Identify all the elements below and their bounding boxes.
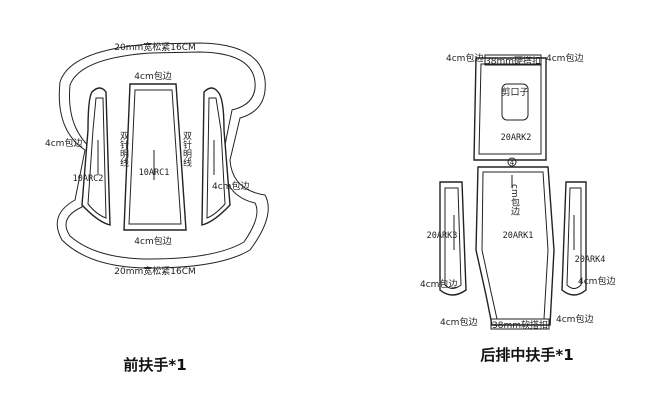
rear-upper-piece: [473, 57, 547, 161]
rear-cutout: [501, 83, 529, 121]
front-top-label: 20mm宽松紧16CM: [114, 41, 196, 53]
rear-top-right-label: 4cm包边: [546, 52, 583, 64]
rear-main-part-id: 20ARK1: [503, 231, 534, 241]
rear-caption: 后排中扶手*1: [480, 346, 573, 364]
front-center-part-id: 10ARC1: [139, 168, 170, 178]
rear-left-edge-label: 4cm包边: [420, 278, 457, 290]
front-caption: 前扶手*1: [123, 356, 186, 374]
rear-right-edge-label: 4cm包边: [578, 275, 615, 287]
rear-bottom-left-label: 4cm包边: [440, 316, 477, 328]
front-center-bottom-label: 4cm包边: [134, 235, 171, 247]
front-left-part-id: 10ARC2: [73, 174, 104, 184]
rear-armrest: 4cm包边 38mm硬搭扣 4cm包边 剪口子 20ARK2 4 cm包边 20…: [420, 52, 615, 364]
front-center-top-label: 4cm包边: [134, 70, 171, 82]
front-left-edge-label: 4cm包边: [45, 137, 82, 149]
front-stitch-right-label: 双针明线: [181, 131, 192, 167]
rear-middle-num: 4: [510, 159, 515, 167]
rear-top-center-label: 38mm硬搭扣: [485, 55, 541, 67]
rear-top-left-label: 4cm包边: [446, 52, 483, 64]
rear-bottom-right-label: 4cm包边: [556, 313, 593, 325]
rear-bottom-velcro: [490, 318, 550, 330]
front-inner-outline: [65, 51, 258, 260]
rear-bottom-center-label: 38mm软搭扣: [492, 319, 548, 331]
front-bottom-label: 20mm宽松紧16CM: [114, 265, 196, 277]
rear-left-piece: [439, 181, 467, 296]
front-armrest: 20mm宽松紧16CM 4cm包边 4cm包边 20mm宽松紧16CM 10AR…: [45, 41, 269, 374]
rear-right-part-id: 20ARK4: [575, 255, 606, 265]
rear-cut-label: 剪口子: [501, 86, 528, 98]
rear-main-piece: [475, 166, 555, 326]
front-right-edge-label: 4cm包边: [212, 180, 249, 192]
rear-upper-part-id: 20ARK2: [501, 133, 532, 143]
front-right-piece: [201, 87, 231, 226]
rear-middle-text: cm包边: [509, 184, 520, 217]
front-outer-outline: [56, 42, 269, 269]
rear-middle-marker: [507, 157, 517, 167]
rear-top-velcro: [484, 54, 542, 66]
front-stitch-left-label: 双针明线: [118, 131, 129, 167]
front-center-piece: [123, 83, 187, 231]
rear-left-part-id: 20ARK3: [427, 231, 458, 241]
